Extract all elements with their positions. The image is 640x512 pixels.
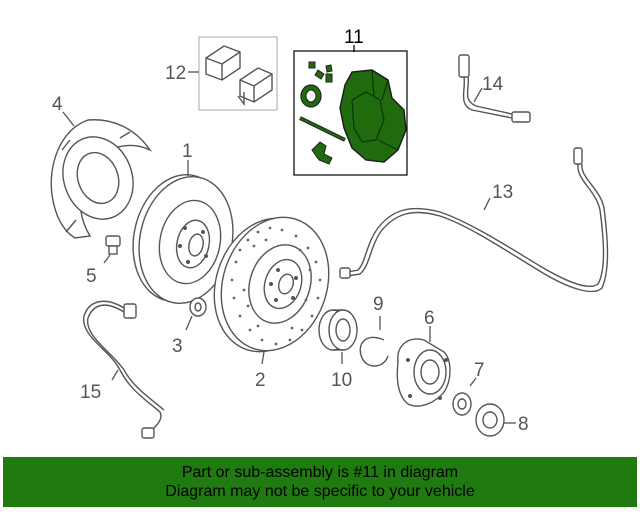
speed-sensor-wire-part[interactable]	[339, 147, 609, 293]
part-notice-banner: Part or sub-assembly is #11 in diagram D…	[3, 457, 637, 507]
rear-sensor-wire-part[interactable]	[83, 300, 165, 439]
caliper-assembly-part[interactable]	[293, 50, 408, 176]
hub-cap-part[interactable]	[475, 403, 505, 437]
callout-9: 9	[373, 294, 384, 315]
hub-bolt-part[interactable]	[189, 297, 207, 317]
callout-8: 8	[518, 414, 529, 435]
callout-10: 10	[331, 370, 352, 391]
callout-1: 1	[182, 141, 193, 162]
brake-parts-diagram: 4 5 1 3	[50, 27, 609, 439]
callout-2: 2	[255, 370, 266, 391]
brake-pads-part[interactable]	[198, 36, 278, 111]
callout-14: 14	[482, 74, 504, 95]
wear-sensor-lead-part[interactable]	[458, 54, 531, 123]
snap-ring-part[interactable]	[359, 336, 389, 367]
wheel-bearing-part[interactable]	[318, 309, 358, 351]
banner-line-1: Part or sub-assembly is #11 in diagram	[181, 464, 459, 481]
rear-rotor-part[interactable]	[122, 166, 245, 312]
wheel-hub-part[interactable]	[396, 338, 451, 407]
callout-5: 5	[86, 266, 97, 287]
callout-3: 3	[172, 336, 183, 357]
banner-line-2: Diagram may not be specific to your vehi…	[165, 483, 475, 500]
bolt-part[interactable]	[105, 235, 121, 255]
dust-shield-part[interactable]	[50, 119, 153, 239]
axle-nut-part[interactable]	[452, 392, 472, 416]
front-drilled-rotor-part[interactable]	[198, 203, 346, 365]
callout-6: 6	[424, 308, 435, 329]
callout-13: 13	[492, 182, 513, 203]
callout-7: 7	[474, 360, 485, 381]
callout-15: 15	[80, 382, 101, 403]
callout-11: 11	[344, 27, 364, 48]
callout-4: 4	[52, 94, 63, 115]
callout-12: 12	[165, 63, 186, 84]
